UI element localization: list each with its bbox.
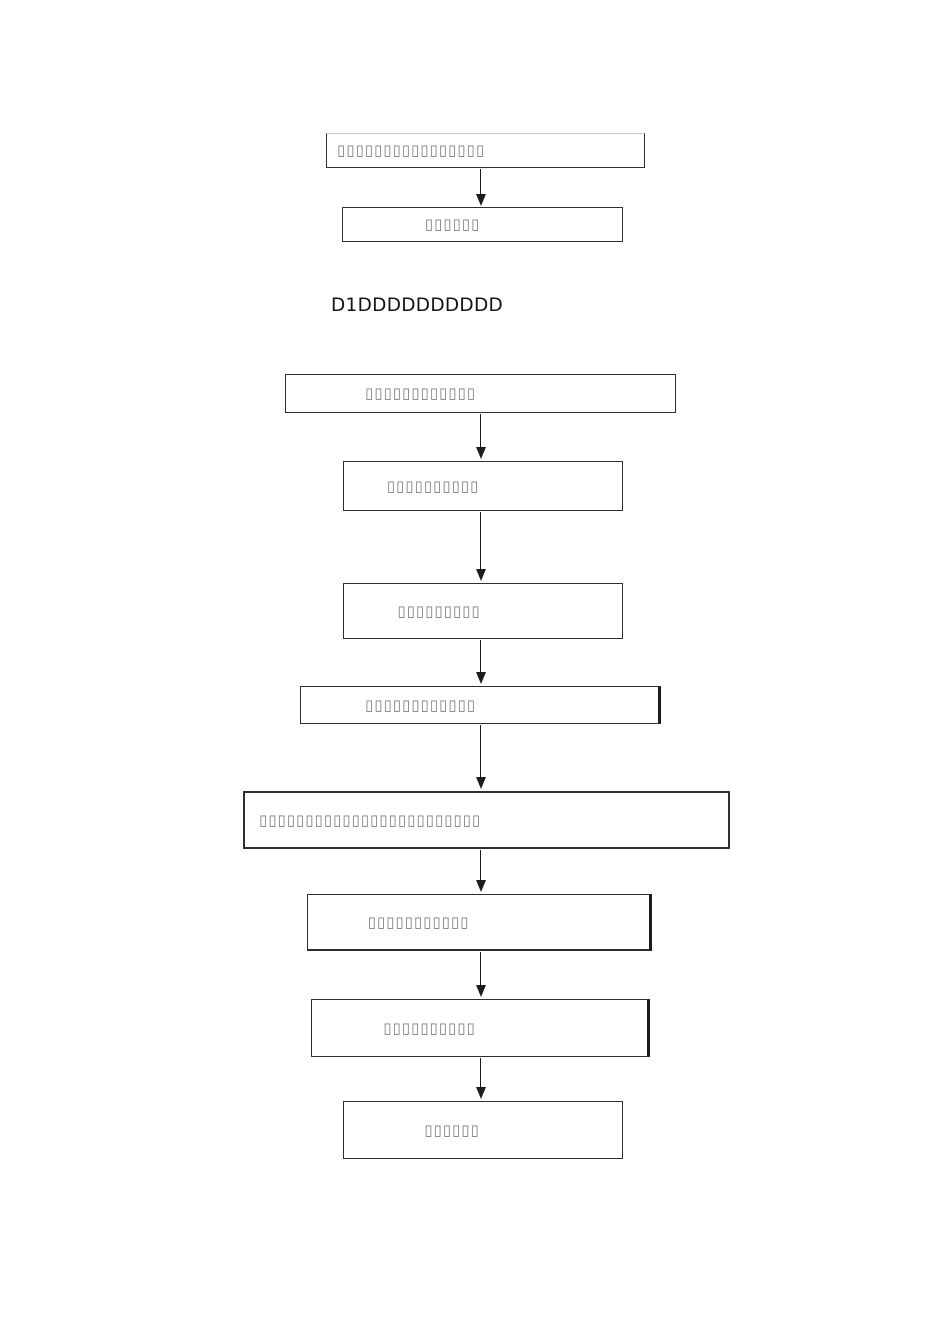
flow-node-7: ▯▯▯▯▯▯▯▯▯▯ bbox=[311, 999, 650, 1057]
flow-node-top-2: ▯▯▯▯▯▯ bbox=[342, 207, 623, 242]
section-label: D1DDDDDDDDDD bbox=[331, 295, 504, 316]
arrow-down-icon bbox=[474, 512, 487, 581]
flow-node-1: ▯▯▯▯▯▯▯▯▯▯▯▯ bbox=[285, 374, 676, 413]
arrow-head bbox=[475, 985, 486, 997]
arrow-head bbox=[475, 1087, 486, 1099]
arrow-head bbox=[475, 880, 486, 892]
arrow-down-icon bbox=[474, 169, 487, 206]
flow-node-label: ▯▯▯▯▯▯▯▯▯▯▯▯▯▯▯▯▯▯▯▯▯▯▯▯ bbox=[259, 810, 482, 829]
arrow-head bbox=[475, 447, 486, 459]
flow-node-label: ▯▯▯▯▯▯▯▯▯▯ bbox=[383, 1018, 476, 1037]
arrow-down-icon bbox=[474, 952, 487, 997]
flow-node-4: ▯▯▯▯▯▯▯▯▯▯▯▯ bbox=[300, 686, 661, 724]
flow-node-label: ▯▯▯▯▯▯ bbox=[424, 1120, 480, 1139]
arrow-line bbox=[479, 725, 482, 777]
arrow-line bbox=[479, 850, 482, 880]
flow-node-label: ▯▯▯▯▯▯▯▯▯▯ bbox=[386, 476, 480, 495]
arrow-down-icon bbox=[474, 640, 487, 684]
arrow-line bbox=[479, 640, 482, 672]
flow-node-2: ▯▯▯▯▯▯▯▯▯▯ bbox=[343, 461, 623, 511]
flow-node-6: ▯▯▯▯▯▯▯▯▯▯▯ bbox=[307, 894, 652, 951]
flow-node-label: ▯▯▯▯▯▯▯▯▯▯▯▯▯▯▯▯ bbox=[337, 141, 486, 159]
arrow-down-icon bbox=[474, 725, 487, 789]
arrow-down-icon bbox=[474, 850, 487, 892]
arrow-head bbox=[475, 672, 486, 684]
flow-node-label: ▯▯▯▯▯▯▯▯▯▯▯ bbox=[367, 912, 470, 931]
arrow-down-icon bbox=[474, 1058, 487, 1099]
arrow-head bbox=[475, 777, 486, 789]
flow-node-top-1: ▯▯▯▯▯▯▯▯▯▯▯▯▯▯▯▯ bbox=[326, 133, 645, 168]
arrow-line bbox=[479, 169, 482, 194]
arrow-line bbox=[479, 414, 482, 447]
arrow-line bbox=[479, 952, 482, 985]
flow-node-5: ▯▯▯▯▯▯▯▯▯▯▯▯▯▯▯▯▯▯▯▯▯▯▯▯ bbox=[243, 791, 730, 849]
arrow-head bbox=[475, 569, 486, 581]
flow-node-label: ▯▯▯▯▯▯▯▯▯▯▯▯ bbox=[364, 695, 477, 714]
arrow-down-icon bbox=[474, 414, 487, 459]
flow-node-label: ▯▯▯▯▯▯▯▯▯▯▯▯ bbox=[364, 384, 477, 402]
arrow-line bbox=[479, 512, 482, 569]
flow-node-label: ▯▯▯▯▯▯ bbox=[424, 215, 481, 233]
flow-node-3: ▯▯▯▯▯▯▯▯▯ bbox=[343, 583, 623, 639]
arrow-line bbox=[479, 1058, 482, 1087]
flow-node-label: ▯▯▯▯▯▯▯▯▯ bbox=[397, 601, 481, 620]
flow-node-8: ▯▯▯▯▯▯ bbox=[343, 1101, 623, 1159]
arrow-head bbox=[475, 194, 486, 206]
